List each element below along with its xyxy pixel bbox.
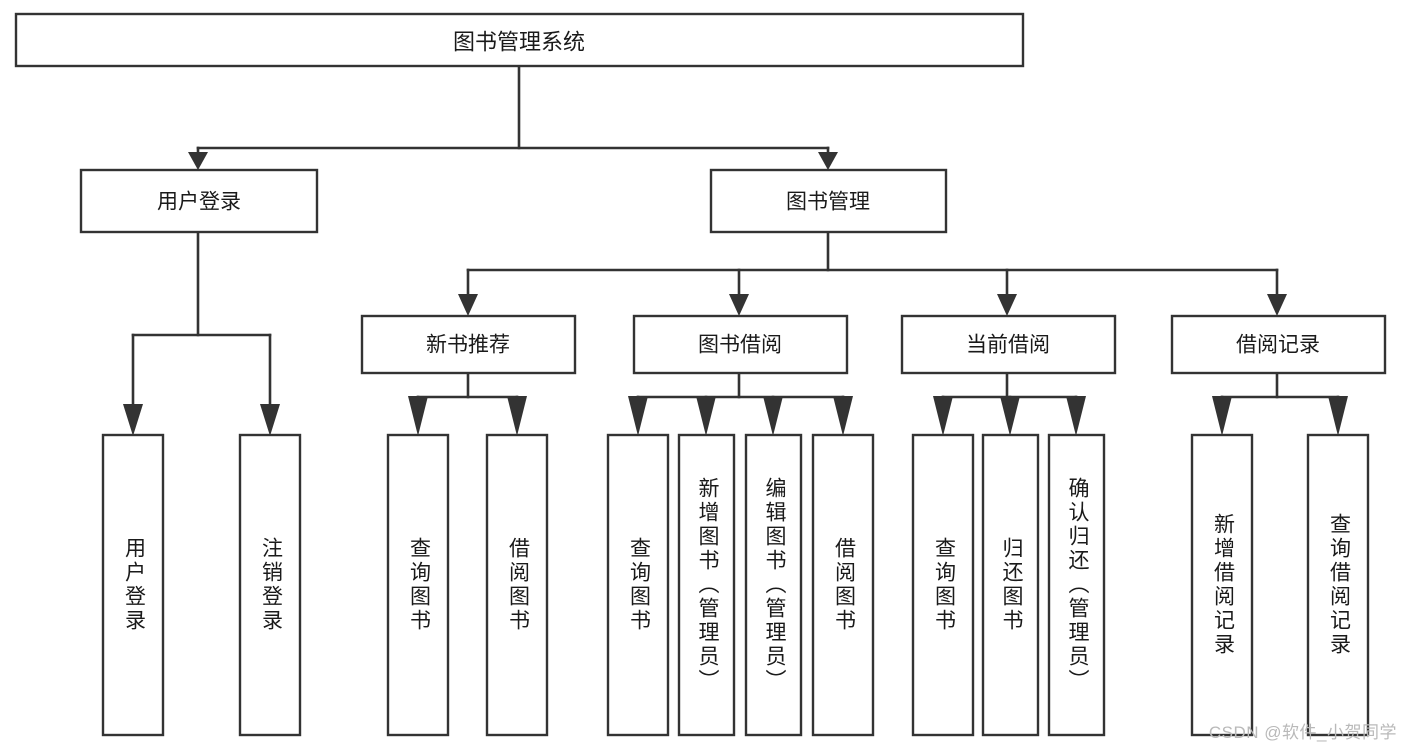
node-book-borrow-box[interactable] xyxy=(632,314,849,375)
arrow-icon-borrow-leaf-4 xyxy=(833,396,853,436)
leaf-box-borrow-query[interactable] xyxy=(606,433,670,737)
node-new-book-label: 新书推荐 xyxy=(426,334,510,357)
leaf-box-current-return[interactable] xyxy=(981,433,1040,737)
node-book-mgmt-label: 图书管理 xyxy=(786,191,870,214)
leaf-box-user-login[interactable] xyxy=(101,433,165,737)
node-root-box[interactable] xyxy=(14,12,1025,68)
arrow-icon-to-currentborrow xyxy=(997,294,1017,316)
arrowhead-layer xyxy=(123,152,1348,436)
arrow-icon-current-leaf-3 xyxy=(1066,396,1086,436)
leaf-box-logout[interactable] xyxy=(238,433,302,737)
node-borrow-record-label: 借阅记录 xyxy=(1236,334,1320,357)
node-root-label: 图书管理系统 xyxy=(453,30,585,55)
leaf-box-record-add[interactable] xyxy=(1190,433,1254,737)
arrow-icon-current-leaf-1 xyxy=(933,396,953,436)
arrow-icon-to-leaf-logout xyxy=(260,404,280,436)
arrow-icon-current-leaf-2 xyxy=(1000,396,1020,436)
arrow-icon-record-leaf-2 xyxy=(1328,396,1348,436)
node-current-borrow-label: 当前借阅 xyxy=(966,334,1050,357)
arrow-icon-to-leaf-user-login xyxy=(123,404,143,436)
arrow-icon-to-newbook xyxy=(458,294,478,316)
leaf-box-current-query[interactable] xyxy=(911,433,975,737)
leaf-box-borrow-edit[interactable] xyxy=(744,433,803,737)
leaf-box-current-confirm[interactable] xyxy=(1047,433,1106,737)
node-book-mgmt-box[interactable] xyxy=(709,168,948,234)
arrow-icon-record-leaf-1 xyxy=(1212,396,1232,436)
arrow-icon-newbook-leaf-1 xyxy=(408,396,428,436)
arrow-icon-newbook-leaf-2 xyxy=(507,396,527,436)
node-borrow-record-box[interactable] xyxy=(1170,314,1387,375)
node-user-login-label: 用户登录 xyxy=(157,191,241,214)
leaf-box-borrow-lend[interactable] xyxy=(811,433,875,737)
leaf-box-newbook-borrow[interactable] xyxy=(485,433,549,737)
arrow-icon-borrow-leaf-2 xyxy=(696,396,716,436)
node-layer: 图书管理系统 用户登录 图书管理 新书推荐 图书借阅 当前借阅 借阅记录 xyxy=(14,12,1387,737)
node-user-login-box[interactable] xyxy=(79,168,319,234)
node-current-borrow-box[interactable] xyxy=(900,314,1117,375)
arrow-icon-to-bookborrow xyxy=(729,294,749,316)
watermark-text: CSDN @软件_小贺同学 xyxy=(1208,723,1397,742)
arrow-icon-borrow-leaf-3 xyxy=(763,396,783,436)
arrow-icon-to-book-mgmt xyxy=(818,152,838,170)
leaf-box-record-query[interactable] xyxy=(1306,433,1370,737)
leaf-box-borrow-add[interactable] xyxy=(677,433,736,737)
leaf-box-newbook-query[interactable] xyxy=(386,433,450,737)
node-new-book-box[interactable] xyxy=(360,314,577,375)
arrow-icon-borrow-leaf-1 xyxy=(628,396,648,436)
arrow-icon-to-borrowrecord xyxy=(1267,294,1287,316)
arrow-icon-to-user-login xyxy=(188,152,208,170)
node-book-borrow-label: 图书借阅 xyxy=(698,334,782,357)
